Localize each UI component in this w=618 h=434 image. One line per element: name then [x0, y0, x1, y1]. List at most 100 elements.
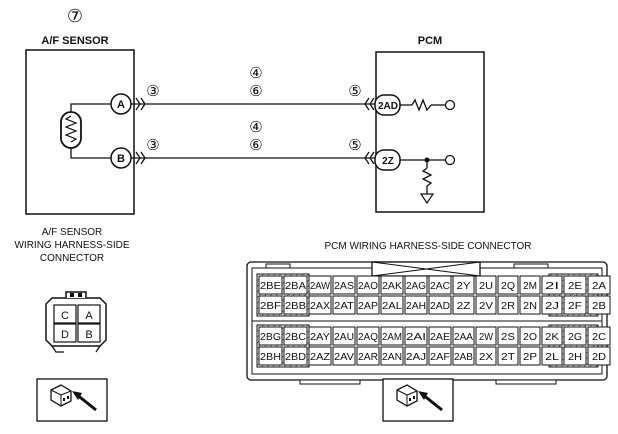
pcm-side-chevron-b: [364, 151, 375, 165]
pcm-terminal-label: 2AU: [334, 332, 354, 343]
pcm-terminal-label: 2T: [501, 352, 515, 363]
pcm-terminal-cell: 2AM: [380, 326, 404, 346]
pcm-terminal-label: 2A: [592, 281, 606, 292]
pcm-terminal-label: 2K: [545, 332, 559, 343]
pcm-terminal-cell: 2AQ: [356, 326, 380, 346]
pcm-terminal-cell: 2F: [563, 295, 587, 315]
af-terminal-a: A: [85, 310, 93, 322]
pcm-terminal-label: 2F: [568, 301, 582, 312]
pcm-terminal-cell: 2K: [541, 326, 563, 346]
pcm-terminal-label: 2AW: [310, 281, 331, 292]
pcm-terminal-cell: 2BB: [283, 295, 308, 315]
pcm-terminal-label: 2AJ: [406, 352, 426, 363]
pcm-terminal-cell: 2BA: [283, 275, 308, 295]
pcm-terminal-label: 2D: [592, 352, 606, 363]
pcm-terminal-label: 2AA: [454, 332, 473, 343]
terminal-2z-icon: [444, 154, 456, 166]
ground-symbol-icon: [419, 193, 435, 205]
pcm-terminal-label: 2P: [523, 352, 537, 363]
pcm-terminal-cell: 2AU: [332, 326, 356, 346]
pcm-pin-2z-label: 2Z: [382, 156, 394, 167]
pcm-terminal-cell: 2Q: [497, 275, 519, 295]
pcm-terminal-label: 2BA: [285, 281, 306, 292]
pcm-terminal-label: 2AT: [334, 301, 354, 312]
pcm-terminal-label: 2H: [568, 352, 582, 363]
pcm-terminal-label: 2R: [501, 301, 515, 312]
pcm-terminal-cell: 2AI: [404, 326, 428, 346]
pcm-terminal-label: 2L: [545, 352, 560, 363]
pcm-terminal-label: 2M: [523, 281, 537, 292]
pcm-terminal-cell: 2AR: [356, 346, 380, 366]
pcm-terminal-cell: 2H: [563, 346, 587, 366]
callout-right-a: ⑤: [348, 83, 361, 100]
pcm-terminal-label: 2X: [479, 352, 493, 363]
pcm-terminal-cell: 2AA: [452, 326, 475, 346]
pcm-terminal-cell: 2A: [587, 275, 611, 295]
pcm-terminal-label: 2BG: [260, 332, 281, 343]
pcm-terminal-label: 2BD: [285, 352, 306, 363]
pcm-terminal-label: 2J: [545, 301, 559, 312]
pcm-terminal-cell: 2P: [519, 346, 541, 366]
pcm-terminal-cell: 2B: [587, 295, 611, 315]
pcm-box: [375, 51, 485, 213]
callout-mid-b-bottom: ⑥: [249, 137, 262, 154]
pcm-terminal-cell: 2AV: [332, 346, 356, 366]
af-connector-caption-line3: CONNECTOR: [40, 253, 104, 264]
af-side-chevron-a: [135, 97, 146, 111]
pcm-title: PCM: [418, 35, 442, 47]
harness-side-view-icon-left: [36, 378, 108, 422]
pcm-terminal-cell: 2AW: [308, 275, 332, 295]
pcm-terminal-label: 2AE: [430, 332, 450, 343]
pcm-terminal-cell: 2S: [497, 326, 519, 346]
pcm-terminal-cell: 2Y: [452, 275, 475, 295]
pcm-terminal-cell: 2AC: [428, 275, 452, 295]
pcm-terminal-label: 2AL: [382, 301, 402, 312]
pcm-terminal-label: 2I: [545, 281, 559, 292]
pcm-terminal-label: 2G: [568, 332, 582, 343]
pcm-terminal-cell: 2BH: [258, 346, 283, 366]
pcm-terminal-cell: 2J: [541, 295, 563, 315]
pcm-terminal-label: 2AP: [358, 301, 378, 312]
af-connector-face: [45, 291, 107, 353]
pcm-terminal-label: 2S: [501, 332, 515, 343]
af-terminal-c: C: [61, 310, 69, 322]
pcm-terminal-cell: 2V: [475, 295, 497, 315]
pcm-connector-caption: PCM WIRING HARNESS-SIDE CONNECTOR: [324, 241, 531, 252]
pcm-terminal-label: 2AD: [430, 301, 450, 312]
af-terminal-d: D: [61, 329, 69, 341]
pcm-terminal-label: 2BB: [285, 301, 306, 312]
callout-mid-a-bottom: ⑥: [249, 83, 262, 100]
pcm-terminal-label: 2AK: [382, 281, 402, 292]
terminal-2ad-icon: [444, 99, 456, 111]
pcm-terminal-label: 2N: [523, 301, 537, 312]
pcm-terminal-cell: 2E: [563, 275, 587, 295]
pcm-terminal-label: 2BF: [260, 301, 281, 312]
pcm-terminal-label: 2AX: [310, 301, 330, 312]
pcm-terminal-label: 2O: [523, 332, 537, 343]
pcm-terminal-label: 2AG: [406, 281, 426, 292]
af-sensor-title: A/F SENSOR: [41, 35, 108, 47]
pcm-terminal-label: 2AF: [430, 352, 450, 363]
pcm-terminal-cell: 2G: [563, 326, 587, 346]
pcm-terminal-cell: 2AB: [452, 346, 475, 366]
pcm-terminal-label: 2V: [479, 301, 493, 312]
pcm-terminal-cell: 2AD: [428, 295, 452, 315]
pcm-terminal-cell: 2AJ: [404, 346, 428, 366]
pcm-terminal-cell: 2I: [541, 275, 563, 295]
callout-left-b: ③: [146, 137, 159, 154]
pcm-terminal-cell: 2Z: [452, 295, 475, 315]
pcm-terminal-label: 2C: [592, 332, 606, 343]
pcm-terminal-label: 2B: [592, 301, 606, 312]
pcm-terminal-cell: 2AF: [428, 346, 452, 366]
pcm-terminal-label: 2BH: [260, 352, 281, 363]
pcm-terminal-label: 2AN: [382, 352, 402, 363]
pcm-terminal-cell: 2L: [541, 346, 563, 366]
pcm-terminal-label: 2AC: [430, 281, 450, 292]
pcm-terminal-label: 2AM: [382, 332, 402, 343]
pcm-terminal-label: 2Z: [457, 301, 471, 312]
pcm-terminal-cell: 2AO: [356, 275, 380, 295]
pcm-pin-2ad-label: 2AD: [378, 101, 398, 112]
callout-right-b: ⑤: [348, 137, 361, 154]
pcm-terminal-label: 2AO: [358, 281, 378, 292]
